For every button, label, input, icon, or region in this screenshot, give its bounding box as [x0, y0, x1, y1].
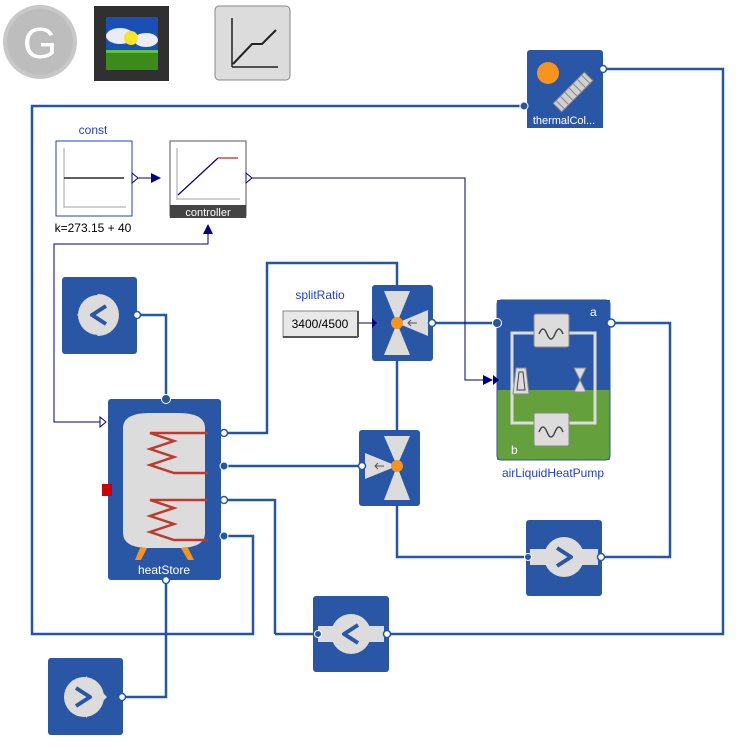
valve-lower[interactable] — [357, 430, 421, 506]
heat-store-block[interactable]: heatStore — [99, 394, 229, 585]
wire-store-lower-out — [224, 498, 277, 634]
pump-heat-pump-circuit[interactable] — [524, 520, 606, 596]
valve-upper[interactable] — [372, 285, 437, 361]
wire-valve-to-hp-pump — [395, 500, 528, 559]
const-name: const — [79, 123, 108, 137]
thermal-collector-name: thermalCol... — [533, 115, 595, 127]
heat-pump-port-b: b — [511, 443, 518, 457]
split-ratio-block[interactable]: splitRatio 3400/4500 — [282, 288, 359, 338]
wire-hp-pump-to-hp — [601, 321, 672, 559]
pump-bottom-middle[interactable] — [313, 596, 392, 672]
heat-store-name: heatStore — [138, 563, 190, 577]
heat-pump-name: airLiquidHeatPump — [502, 466, 604, 480]
signal-store-temp-to-controller — [53, 224, 213, 423]
thermal-collector-block[interactable]: thermalCol... — [519, 50, 608, 128]
const-block[interactable]: const k=273.15 + 40 — [55, 123, 139, 235]
wire-collector-supply — [382, 67, 725, 636]
const-param: k=273.15 + 40 — [55, 221, 132, 235]
pump-top-left[interactable] — [62, 277, 142, 354]
global-g-icon[interactable]: G — [3, 5, 77, 79]
weather-icon[interactable] — [94, 6, 169, 81]
wire-bottom-pump-to-store — [122, 580, 168, 699]
controller-block[interactable]: controller — [169, 140, 253, 219]
wire-store-upper-to-valve — [224, 261, 399, 435]
heat-pump-block[interactable]: a b airLiquidHeatPump — [492, 299, 616, 480]
wire-pump-top-to-store — [137, 313, 168, 399]
fluid-connections — [30, 67, 725, 699]
split-ratio-name: splitRatio — [295, 288, 345, 302]
signal-connections — [53, 173, 493, 423]
split-ratio-value: 3400/4500 — [292, 317, 349, 331]
controller-name: controller — [185, 207, 231, 219]
wire-collector-return — [30, 104, 524, 636]
pump-bottom-left[interactable] — [48, 658, 127, 735]
signal-controller-to-hp — [247, 177, 493, 385]
plot-icon[interactable] — [214, 5, 291, 81]
heat-pump-port-a: a — [590, 305, 597, 319]
svg-text:G: G — [23, 19, 57, 68]
